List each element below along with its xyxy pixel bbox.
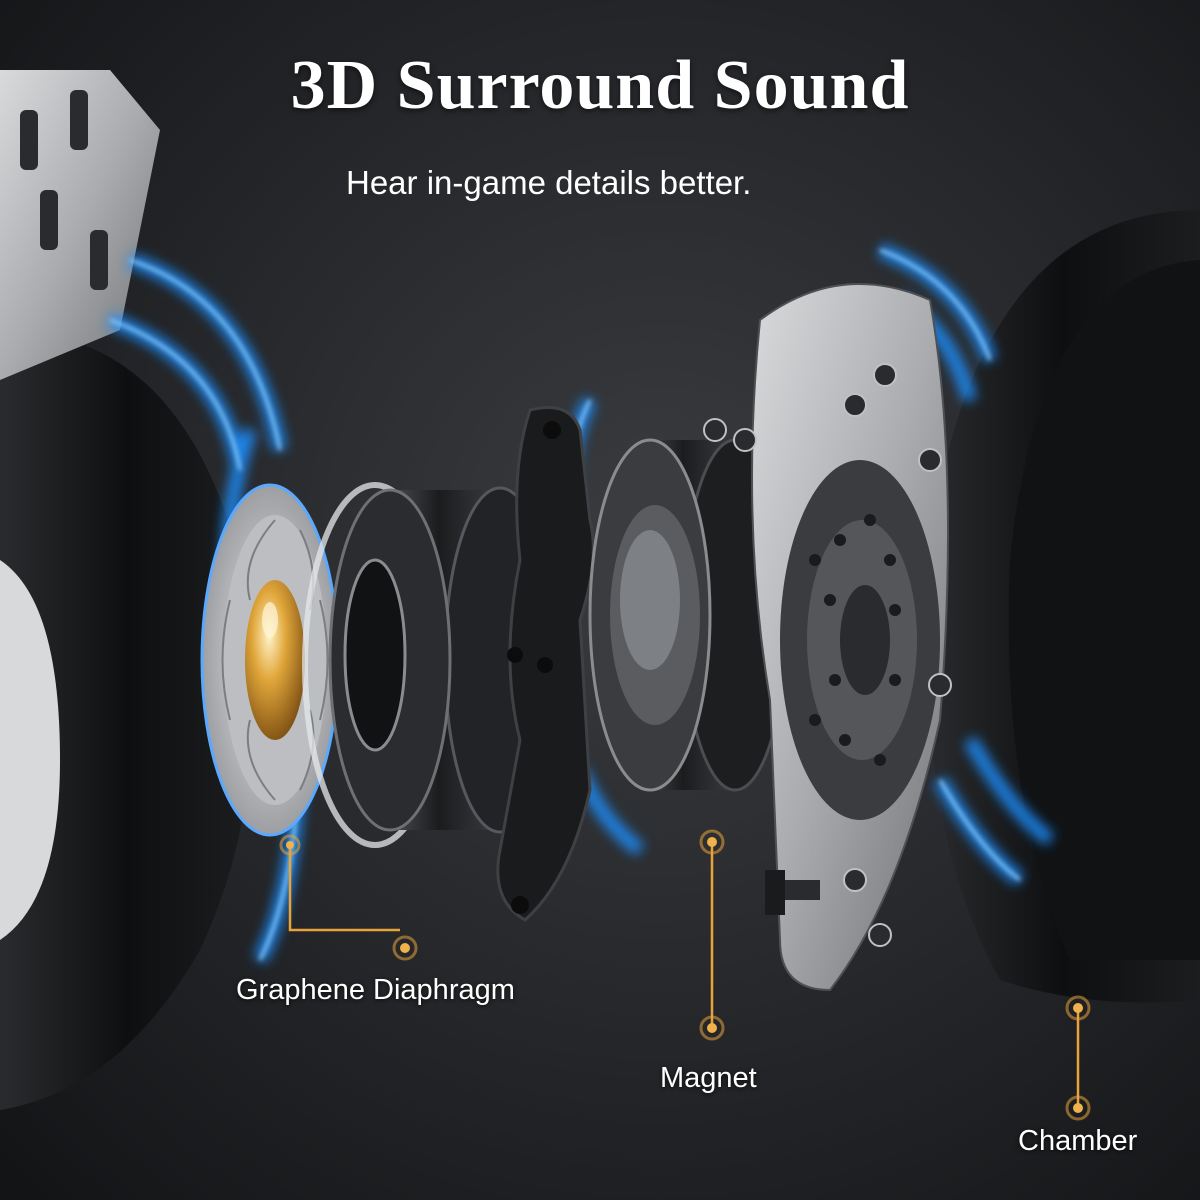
headline: 3D Surround Sound: [290, 47, 910, 124]
right-ear-cushion: [926, 210, 1200, 1003]
graphene-diaphragm: [200, 483, 340, 837]
callout-label-magnet: Magnet: [660, 1062, 757, 1094]
tagline: Hear in-game details better.: [346, 164, 752, 201]
mounting-bracket: [496, 406, 595, 922]
chamber-plate: [703, 283, 952, 992]
callout-label-diaphragm: Graphene Diaphragm: [236, 974, 515, 1006]
callout-label-chamber: Chamber: [1018, 1125, 1138, 1157]
magnet: [588, 438, 789, 792]
callout-lines: [288, 842, 1080, 1108]
callout-dots: [279, 829, 1091, 1121]
left-headset-shell: [0, 70, 254, 1110]
